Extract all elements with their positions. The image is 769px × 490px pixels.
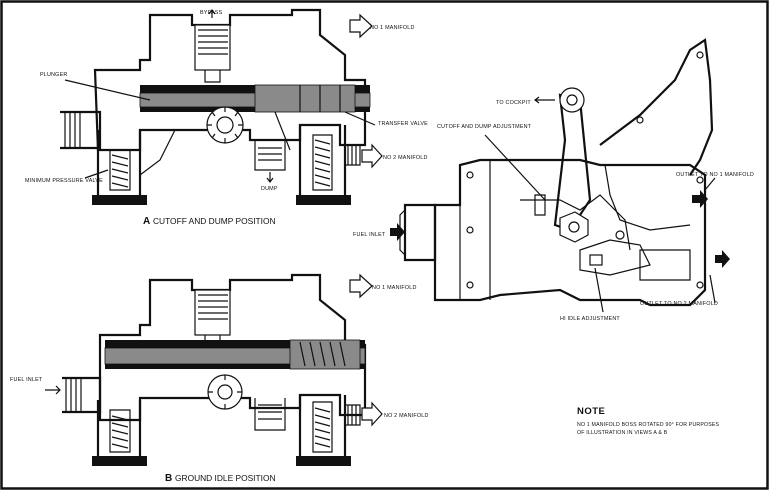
dump-label: DUMP — [261, 186, 278, 192]
outlet-no2-label: OUTLET TO NO 2 MANIFOLD — [640, 301, 718, 307]
cutoff-dump-adjustment-nut — [559, 211, 589, 243]
note-title: NOTE — [577, 406, 605, 417]
view-a-cutoff-dump: BYPASS NO 1 MANIFOLD PLUNGER TRANSFER VA… — [25, 8, 428, 227]
no2-manifold-arrow-b — [361, 401, 383, 427]
note-line-1: NO 1 MANIFOLD BOSS ROTATED 90° FOR PURPO… — [577, 422, 720, 428]
plunger-label: PLUNGER — [40, 72, 67, 78]
outlet-no1-label: OUTLET TO NO 1 MANIFOLD — [676, 172, 754, 178]
gear-b — [207, 374, 243, 410]
assembly-external-view: TO COCKPIT CUTOFF AND DUMP ADJUSTMENT FU… — [353, 38, 754, 322]
transfer-valve-label: TRANSFER VALVE — [378, 121, 428, 127]
no2-manifold-arrow-a — [361, 143, 383, 169]
no2-manifold-label-b: NO 2 MANIFOLD — [384, 413, 429, 419]
no1-manifold-arrow-b — [349, 273, 373, 299]
hi-idle-adjustment-label: HI IDLE ADJUSTMENT — [560, 316, 620, 322]
minimum-pressure-valve-label: MINIMUM PRESSURE VALVE — [25, 178, 103, 184]
caption-b-text: GROUND IDLE POSITION — [175, 473, 276, 483]
caption-a-letter: A — [143, 216, 150, 227]
transfer-valve-label-text: TRANSFER VALVE — [378, 121, 428, 127]
to-cockpit-label: TO COCKPIT — [496, 100, 531, 106]
caption-a-text: CUTOFF AND DUMP POSITION — [153, 216, 276, 226]
fuel-inlet-label-assembly: FUEL INLET — [353, 232, 386, 238]
outlet-no2-arrow — [715, 250, 730, 268]
caption-b-letter: B — [165, 473, 172, 484]
bypass-label: BYPASS — [200, 10, 223, 16]
note-block: NOTE NO 1 MANIFOLD BOSS ROTATED 90° FOR … — [577, 406, 720, 436]
cutoff-dump-adjustment-label: CUTOFF AND DUMP ADJUSTMENT — [437, 124, 532, 130]
no1-manifold-label-a: NO 1 MANIFOLD — [370, 25, 415, 31]
view-b-ground-idle: NO 1 MANIFOLD FUEL INLET NO 2 MANIFOLD B… — [10, 273, 429, 484]
fuel-inlet-arrow-assembly — [390, 223, 405, 241]
outlet-no1-arrow — [692, 190, 708, 208]
no1-manifold-label-b: NO 1 MANIFOLD — [372, 285, 417, 291]
control-lever — [553, 93, 592, 232]
no2-manifold-label-a: NO 2 MANIFOLD — [383, 155, 428, 161]
plunger-bore-b — [105, 340, 365, 348]
fuel-inlet-label-b: FUEL INLET — [10, 377, 43, 383]
note-line-2: OF ILLUSTRATION IN VIEWS A & B — [577, 430, 668, 436]
no1-manifold-arrow-a — [349, 13, 373, 39]
